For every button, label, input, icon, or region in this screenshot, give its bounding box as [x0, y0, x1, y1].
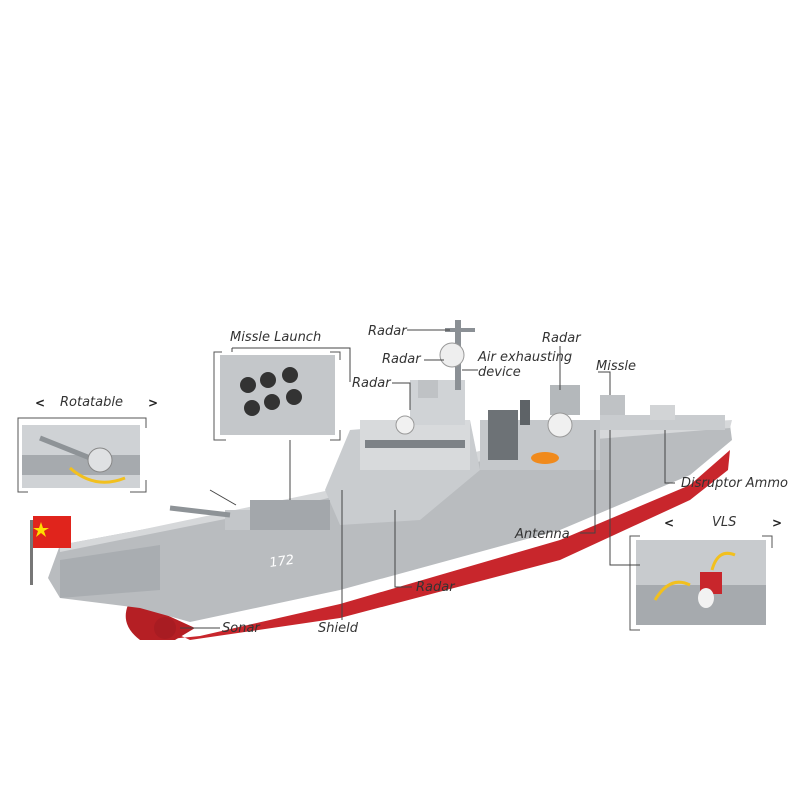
exhaust-stack: [488, 410, 518, 460]
label-radar-bottom: Radar: [416, 580, 455, 595]
radar-dome-bridge: [395, 415, 415, 435]
label-shield: Shield: [318, 621, 358, 636]
rotatable-left-arrow: <: [35, 396, 46, 410]
label-radar-top: Radar: [368, 324, 407, 339]
inset-rotatable: [17, 417, 147, 493]
orange-boat: [531, 452, 559, 464]
radar-array-right: [550, 385, 580, 415]
rotate-arrow: [69, 466, 126, 484]
exhaust-stack-2: [520, 400, 530, 425]
label-antenna: Antenna: [515, 527, 570, 542]
label-radar-left: Radar: [352, 376, 391, 391]
bow-panel: [60, 545, 160, 598]
label-radar-right: Radar: [542, 331, 581, 346]
flag-pole: [30, 520, 33, 585]
vls-left-arrow: <: [664, 516, 675, 530]
label-disruptor-ammo: Disruptor Ammo: [681, 476, 788, 491]
label-air-exhausting: Air exhausting: [478, 350, 573, 365]
fwd-gun-barrel: [169, 505, 231, 518]
radar-dome-top: [439, 342, 465, 368]
inset-vls: [629, 535, 773, 631]
missile-launcher: [600, 395, 625, 415]
vls-right-arrow: >: [772, 516, 783, 530]
label-sonar: Sonar: [222, 621, 260, 636]
hull-grey-side: [48, 425, 732, 622]
radar-small: [418, 380, 438, 398]
label-device: device: [478, 365, 521, 380]
inset-missle-launch: [213, 351, 341, 441]
label-missle-launch: Missle Launch: [230, 330, 322, 345]
fwd-vls: [250, 500, 330, 530]
hull-number: 172: [268, 553, 295, 571]
callout-lines: [180, 329, 675, 629]
label-radar-mid: Radar: [382, 352, 421, 367]
radar-dome-right: [547, 412, 573, 438]
bridge-windows: [365, 440, 465, 448]
inset-missle-launch-image: [220, 355, 335, 435]
sonar-dome: [154, 617, 176, 639]
rotatable-right-arrow: >: [148, 396, 159, 410]
flag-star: [33, 522, 49, 537]
mast-crossbar: [445, 328, 475, 332]
label-vls: VLS: [712, 515, 737, 530]
label-missle: Missle: [596, 359, 636, 374]
missile-cells: [240, 367, 302, 416]
rear-deck: [600, 415, 725, 430]
label-rotatable: Rotatable: [60, 395, 123, 410]
rear-box: [650, 405, 675, 420]
